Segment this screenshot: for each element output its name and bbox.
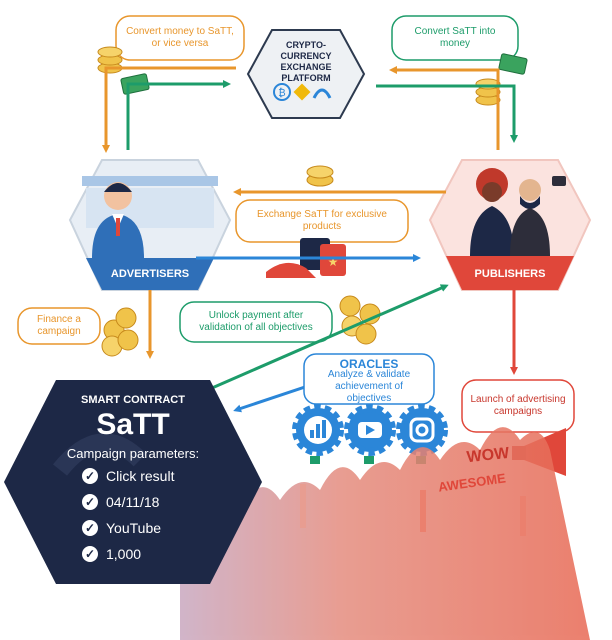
instagram-gear-icon [396, 404, 448, 456]
shopping-bag-icon: ★ [300, 238, 346, 276]
launch-campaigns-label: Launch of advertising campaigns [470, 394, 566, 417]
check-icon: ✓ [82, 546, 98, 562]
svg-text:₿: ₿ [278, 87, 285, 99]
convert-satt-label: Convert SaTT into money [414, 26, 496, 49]
check-icon: ✓ [82, 468, 98, 484]
oracles-title: ORACLES [339, 357, 399, 371]
exchange-platform-label: CRYPTO-CURRENCY EXCHANGE PLATFORM [280, 40, 332, 83]
coin-stack-icon [101, 307, 139, 357]
campaign-params-label: Campaign parameters: [66, 446, 200, 461]
publishers-label: PUBLISHERS [474, 268, 546, 280]
unlock-payment-box [179, 301, 333, 343]
money-bill-icon [498, 53, 528, 75]
advertiser-figure [92, 182, 144, 258]
coin-stack-icon [339, 295, 381, 345]
bitcoin-icon: ₿ [273, 83, 291, 101]
finance-campaign-label: Finance a campaign [37, 314, 81, 337]
campaign-param-row: ✓ YouTube [82, 520, 161, 536]
campaign-param-row: ✓ 1,000 [82, 546, 141, 562]
check-icon: ✓ [82, 520, 98, 536]
coin-stack-icon [475, 78, 501, 106]
svg-text:★: ★ [328, 255, 339, 269]
check-icon: ✓ [82, 494, 98, 510]
oracles-subtitle: Analyze & validate achievement of object… [327, 369, 411, 404]
campaign-param-value: Click result [106, 468, 175, 484]
publisher-figures [470, 168, 566, 256]
binance-icon [293, 83, 311, 101]
exchange-products-label: Exchange SaTT for exclusive products [257, 209, 387, 232]
campaign-param-row: ✓ Click result [82, 468, 174, 484]
smart-contract-header: SMART CONTRACT [81, 394, 185, 406]
smart-contract-hexagon [4, 380, 262, 584]
oracles-box [303, 353, 435, 405]
campaign-param-row: ✓ 04/11/18 [82, 494, 159, 510]
advertisers-label: ADVERTISERS [110, 268, 190, 280]
kraken-icon [312, 88, 332, 99]
convert-satt-box [391, 15, 519, 61]
launch-campaigns-box [461, 379, 575, 433]
unlock-payment-label: Unlock payment after validation of all o… [199, 310, 313, 333]
convert-money-label: Convert money to SaTT, or vice versa [126, 26, 234, 49]
analytics-gear-icon [292, 404, 344, 456]
finance-campaign-box [17, 307, 101, 345]
smart-contract-name: SaTT [96, 408, 170, 441]
convert-money-box [115, 15, 245, 61]
youtube-gear-icon [344, 404, 396, 456]
campaign-param-value: 1,000 [106, 546, 142, 562]
sneaker-icon [266, 262, 316, 278]
campaign-param-value: 04/11/18 [106, 494, 160, 510]
campaign-param-value: YouTube [106, 520, 162, 536]
